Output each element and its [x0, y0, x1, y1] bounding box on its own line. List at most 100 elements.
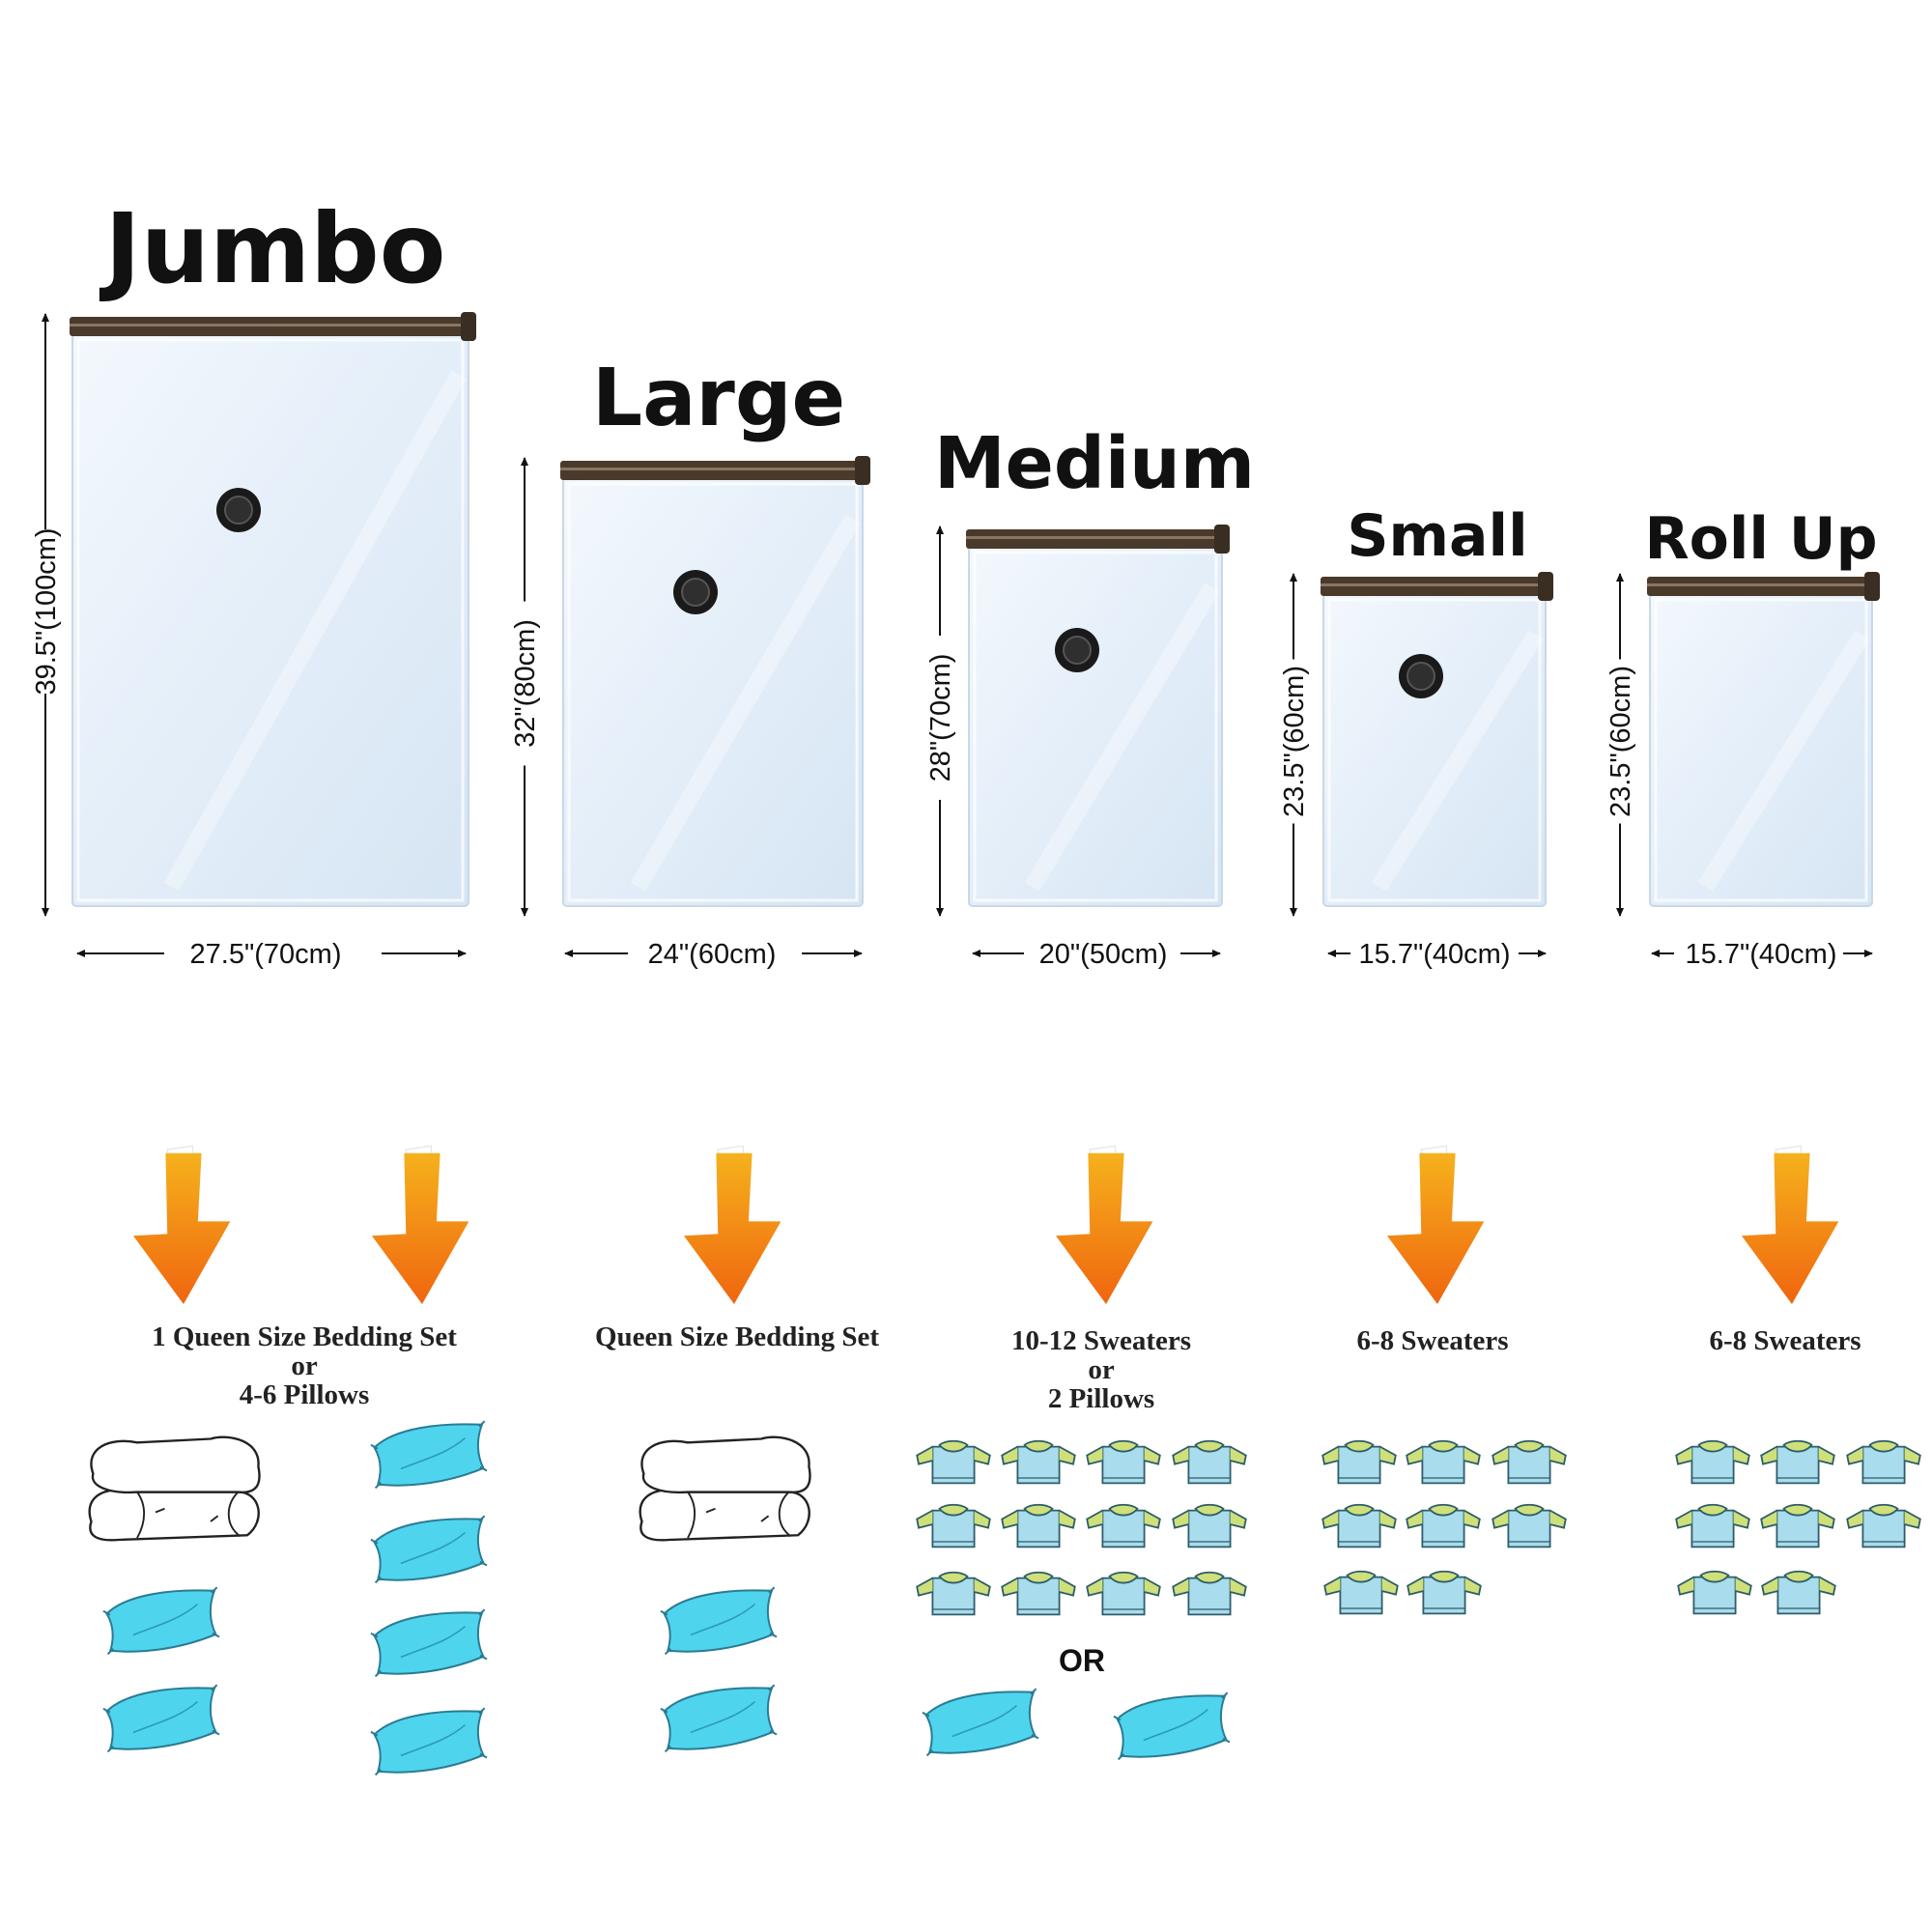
- bag-small: Small 23.5"(60cm) 15.7"(40cm) 6-8 Sweaters: [1279, 502, 1553, 1356]
- sweater-collar: [938, 1571, 969, 1584]
- caption-line: Queen Size Bedding Set: [595, 1321, 879, 1352]
- sweater-sleeves: [1172, 1509, 1247, 1529]
- arrow-shape: [371, 1152, 469, 1304]
- bag-title: Small: [1347, 502, 1527, 570]
- sweater-sleeves: [1001, 1509, 1076, 1529]
- caption-line: or: [291, 1350, 318, 1381]
- pillow-corners: [370, 1707, 488, 1776]
- contents-caption: Queen Size Bedding Set: [595, 1321, 879, 1352]
- height-label: 39.5"(100cm): [31, 527, 62, 695]
- sweater-collar: [1344, 1439, 1375, 1453]
- bag-body: [71, 333, 469, 907]
- valve-icon: [673, 570, 718, 614]
- height-label: 23.5"(60cm): [1279, 666, 1310, 817]
- sweater-collar: [1699, 1570, 1730, 1583]
- sweater-sleeves: [1323, 1576, 1399, 1596]
- sweater-icon: [1760, 1503, 1835, 1548]
- zipper-slider: [1214, 525, 1230, 554]
- sweater-collar: [1783, 1570, 1814, 1583]
- valve-cap: [1063, 636, 1092, 665]
- zipper-slider: [461, 312, 476, 341]
- pillow-corners: [922, 1688, 1039, 1757]
- pillow-crease: [690, 1700, 755, 1734]
- sweater-collar: [1023, 1503, 1054, 1517]
- bag-body: [1322, 593, 1547, 907]
- pillow-icon: [660, 1586, 778, 1656]
- sweater-sleeves: [1406, 1509, 1481, 1529]
- width-label: 27.5"(70cm): [190, 939, 342, 970]
- bag-inner-edge: [76, 338, 465, 902]
- down-arrow-icon: [371, 1145, 469, 1304]
- caption-line: 1 Queen Size Bedding Set: [152, 1321, 457, 1352]
- sweater-collar: [1868, 1503, 1899, 1517]
- bag-shine: [1371, 630, 1544, 892]
- contents-caption: 6-8 Sweaters: [1356, 1325, 1508, 1356]
- sweater-sleeves: [1677, 1576, 1752, 1596]
- bag-shine: [163, 370, 467, 892]
- pillow-crease: [400, 1531, 466, 1565]
- bag-inner-edge: [973, 551, 1218, 902]
- down-arrow-icon: [1055, 1145, 1153, 1304]
- zipper-track: [70, 324, 473, 327]
- sweater-icon: [1172, 1571, 1247, 1616]
- pillow-corners: [660, 1684, 778, 1753]
- folded-comforter-icon: [639, 1435, 811, 1542]
- sweater-sleeves: [1492, 1445, 1567, 1465]
- pillow-body: [663, 1687, 775, 1750]
- sweater-collar: [1429, 1570, 1460, 1583]
- pillow-icon: [370, 1420, 488, 1490]
- pillow-body: [1116, 1694, 1228, 1758]
- pillow-crease: [132, 1700, 198, 1734]
- pillow-body: [373, 1611, 485, 1675]
- bag-shine: [1024, 582, 1220, 892]
- sweater-sleeves: [1846, 1509, 1921, 1529]
- width-label: 15.7"(40cm): [1686, 939, 1837, 970]
- caption-line: 6-8 Sweaters: [1356, 1325, 1508, 1356]
- pillow-corners: [660, 1586, 778, 1656]
- pillow-crease: [690, 1603, 755, 1636]
- sweater-sleeves: [1675, 1445, 1750, 1465]
- bag-body: [1649, 593, 1873, 907]
- bag-inner-edge: [567, 482, 859, 902]
- bag-title: Roll Up: [1644, 505, 1877, 573]
- sweater-sleeves: [1086, 1445, 1161, 1465]
- sweater-collar: [938, 1439, 969, 1453]
- bag-body: [968, 546, 1223, 907]
- arrow-shape: [132, 1152, 231, 1304]
- sweater-icon: [1086, 1503, 1161, 1548]
- sweater-icon: [1001, 1571, 1076, 1616]
- sweater-collar: [1428, 1503, 1459, 1517]
- zipper-track: [1647, 583, 1877, 586]
- pillow-icon: [370, 1608, 488, 1678]
- pillow-body: [373, 1710, 485, 1774]
- sweater-sleeves: [916, 1509, 991, 1529]
- sweater-icon: [1846, 1503, 1921, 1548]
- pillow-body: [373, 1518, 485, 1581]
- sweater-icon: [1406, 1503, 1481, 1548]
- sweater-icon: [1677, 1570, 1752, 1615]
- pillow-corners: [102, 1684, 220, 1753]
- sweater-sleeves: [1172, 1445, 1247, 1465]
- valve-cap: [681, 578, 710, 607]
- pillow-icon: [102, 1684, 220, 1753]
- sweater-sleeves: [1406, 1576, 1482, 1596]
- comforter-folds: [687, 1491, 792, 1539]
- sweater-sleeves: [1321, 1509, 1397, 1529]
- arrow-shape: [1386, 1152, 1485, 1304]
- width-label: 15.7"(40cm): [1359, 939, 1511, 970]
- zipper-track: [966, 536, 1227, 539]
- sweater-icon: [1846, 1439, 1921, 1485]
- zipper-slider: [855, 456, 870, 485]
- comforter-folds: [136, 1491, 242, 1539]
- comforter-top: [640, 1435, 811, 1494]
- sweater-collar: [1514, 1439, 1545, 1453]
- sweater-sleeves: [916, 1577, 991, 1597]
- sweater-icon: [916, 1439, 991, 1485]
- pillow-crease: [132, 1603, 198, 1636]
- valve-icon: [216, 488, 261, 532]
- sweater-sleeves: [1406, 1445, 1481, 1465]
- comforter-bottom: [639, 1488, 810, 1542]
